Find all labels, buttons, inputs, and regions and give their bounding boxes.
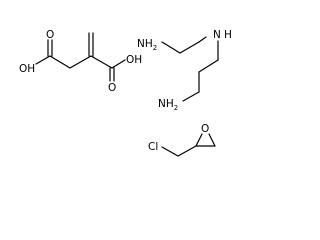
bond-nh2-c1 xyxy=(161,41,181,54)
bond-c2-nh xyxy=(198,36,207,43)
label-oh-right: OH xyxy=(126,54,142,66)
bond-ring-o-c2 xyxy=(208,133,216,147)
bond-cl-ch2 xyxy=(161,146,179,157)
label-o-right: O xyxy=(108,82,116,94)
bond-ch2-ring xyxy=(177,145,197,157)
label-o-left: O xyxy=(46,29,54,41)
label-epoxide-o: O xyxy=(201,123,209,135)
label-nh2-bottom: NH2 xyxy=(158,98,178,112)
bond-c5-nh2 xyxy=(182,91,200,102)
chemical-structures-drawing: OH O OH O NH2 N H NH2 Cl O xyxy=(19,29,232,157)
bond-c-ch2 xyxy=(69,55,92,69)
label-nh2-top: NH2 xyxy=(137,38,157,52)
label-nh-h: H xyxy=(224,29,232,41)
bond-right-coh xyxy=(111,59,126,69)
label-oh-left: OH xyxy=(19,63,35,75)
bond-c-cooh xyxy=(90,55,113,69)
molecule-diethylenetriamine: NH2 N H NH2 xyxy=(137,29,232,112)
molecule-epichlorohydrin: Cl O xyxy=(148,123,216,157)
molecule-itaconic-acid: OH O OH O xyxy=(19,29,142,94)
bond-ring-c1-o xyxy=(195,133,203,147)
bond-left-coh xyxy=(35,55,51,65)
bond-ch2-cooh xyxy=(49,55,71,69)
label-cl: Cl xyxy=(148,141,158,153)
bond-c1-c2 xyxy=(179,41,200,54)
label-nh: N xyxy=(213,29,221,41)
bond-c3-c4 xyxy=(198,59,219,73)
